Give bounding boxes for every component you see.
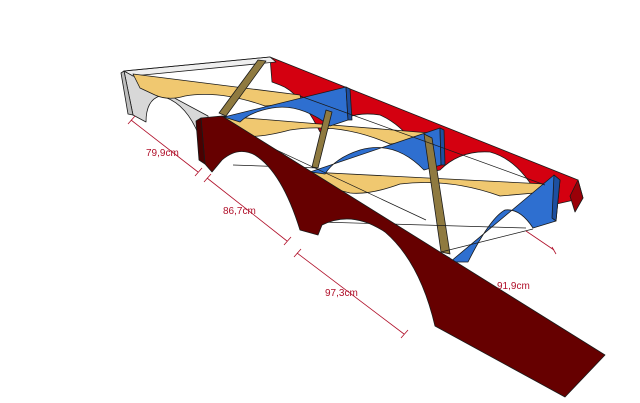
- dimension-label-2: 86,7cm: [223, 206, 256, 217]
- front-dark-red-panel: [195, 115, 606, 398]
- dimension-label-3: 97,3cm: [325, 288, 358, 299]
- tan-rib-1: [132, 73, 303, 107]
- dimension-lines: [127, 115, 557, 339]
- tan-rib-3: [309, 171, 547, 197]
- blue-arch-3: [449, 174, 561, 263]
- dimension-label-4: 91,9cm: [497, 281, 530, 292]
- blue-arch-2: [309, 127, 446, 175]
- dimension-label-1: 79,9cm: [146, 148, 179, 159]
